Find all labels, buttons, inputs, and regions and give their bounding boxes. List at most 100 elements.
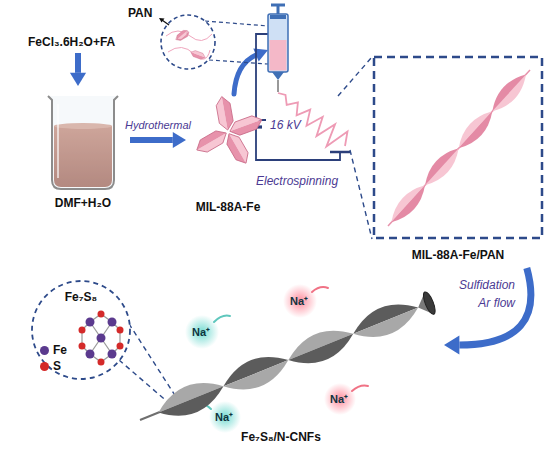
illustration-part — [459, 111, 499, 153]
reagent-text: FeCl₃.6H₂O+FA — [26, 34, 118, 50]
illustration-part — [421, 290, 437, 315]
illustration-part — [222, 95, 235, 130]
illustration-part — [324, 383, 356, 415]
illustration-part — [223, 130, 252, 166]
polymer-label: PAN — [128, 6, 152, 20]
illustration-part — [256, 34, 268, 120]
illustration-part — [162, 20, 169, 25]
illustration-part — [159, 18, 165, 23]
illustration-part — [135, 290, 438, 433]
illustration-part — [190, 49, 207, 60]
step-label: Sulfidation — [459, 278, 515, 292]
ion-label: Na⁺ — [330, 392, 348, 406]
zoom-line — [209, 60, 268, 64]
product-label: Fe₇S₈/N-CNFs — [241, 430, 321, 444]
step-label: Electrospinning — [256, 174, 338, 188]
illustration-part — [283, 284, 317, 318]
illustration-part — [193, 127, 229, 156]
illustration-part — [214, 316, 230, 322]
illustration-part — [193, 127, 229, 156]
arrow-shaft — [459, 268, 530, 345]
illustration-part — [374, 57, 542, 238]
illustration-part — [223, 360, 293, 399]
mof-crystals: MIL-88A-Fe — [188, 88, 268, 218]
illustration-part — [223, 130, 252, 166]
step-label: Hydrothermal — [125, 118, 191, 132]
arrow-head — [70, 73, 86, 86]
syringe — [268, 5, 288, 92]
crystal-drawing — [188, 88, 268, 218]
transfer-arrow — [234, 55, 256, 94]
zoom-line — [124, 316, 176, 397]
zoom-line — [350, 150, 372, 239]
illustration-part — [330, 151, 350, 154]
ion-label: Na⁺ — [192, 325, 210, 339]
legend-swatch — [40, 346, 49, 355]
legend-text: S — [53, 359, 61, 373]
illustration-part — [79, 311, 124, 366]
illustration-part — [175, 28, 187, 39]
illustration-part — [117, 327, 124, 334]
illustration-part — [227, 113, 264, 138]
solvent-label: DMF+H₂O — [55, 196, 111, 210]
atmosphere-label: Ar flow — [478, 296, 515, 310]
ion-label: Na⁺ — [215, 410, 233, 424]
fiber-label: MIL-88A-Fe/PAN — [412, 248, 504, 262]
illustration-part — [98, 311, 105, 318]
illustration-part — [174, 29, 190, 42]
legend-item: Fe — [40, 343, 67, 357]
arrow-shaft — [75, 53, 81, 73]
illustration-part — [57, 104, 59, 178]
phase-label: Fe₇S₈ — [65, 290, 97, 304]
crystal-label: MIL-88A-Fe — [196, 200, 261, 214]
illustration-part — [209, 401, 241, 433]
illustration-part — [97, 334, 106, 343]
illustration-part — [272, 72, 284, 80]
fiber-panel-drawing — [372, 55, 544, 266]
zoom-line — [119, 360, 170, 404]
ion-glows — [185, 284, 368, 433]
illustration-part — [185, 315, 219, 349]
flow-arrow — [130, 132, 186, 148]
illustration-part — [79, 343, 86, 350]
illustration-part — [174, 29, 190, 42]
illustration-part — [86, 350, 95, 359]
illustration-part — [391, 185, 431, 227]
illustration-part — [175, 28, 189, 41]
illustration-part — [117, 343, 124, 350]
illustration-part — [215, 95, 235, 131]
illustration-part — [215, 95, 235, 131]
illustration-part — [271, 4, 285, 7]
illustration-part — [277, 80, 279, 92]
illustration-part — [425, 148, 465, 190]
flow-arrow — [70, 53, 86, 86]
fiber-panel: MIL-88A-Fe/PAN — [372, 55, 544, 266]
legend-swatch — [40, 362, 49, 371]
illustration-part — [140, 412, 160, 420]
carbon-nanofiber: Fe₇S₈/N-CNFs — [120, 290, 442, 446]
illustration-part — [353, 308, 423, 347]
nanofiber-drawing — [120, 290, 442, 446]
zoom-line — [205, 21, 268, 26]
illustration-part — [82, 314, 120, 362]
illustration-part — [98, 359, 105, 366]
illustration-part — [190, 49, 207, 60]
illustration-part — [86, 318, 117, 359]
illustration-part — [288, 334, 358, 373]
illustration-part — [270, 40, 287, 71]
illustration-part — [175, 28, 189, 41]
illustration-part — [270, 15, 286, 19]
arrow-head — [173, 132, 186, 148]
illustration-part — [227, 113, 264, 138]
illustration-part — [352, 386, 368, 391]
arrow-head — [444, 336, 459, 355]
illustration-part — [382, 65, 536, 232]
illustration-part — [79, 327, 86, 334]
illustration-part — [492, 74, 532, 116]
zoom-circle: PAN — [128, 6, 218, 72]
legend-text: Fe — [53, 343, 67, 357]
illustration-part — [268, 14, 288, 72]
high-voltage-circuit — [246, 34, 350, 160]
